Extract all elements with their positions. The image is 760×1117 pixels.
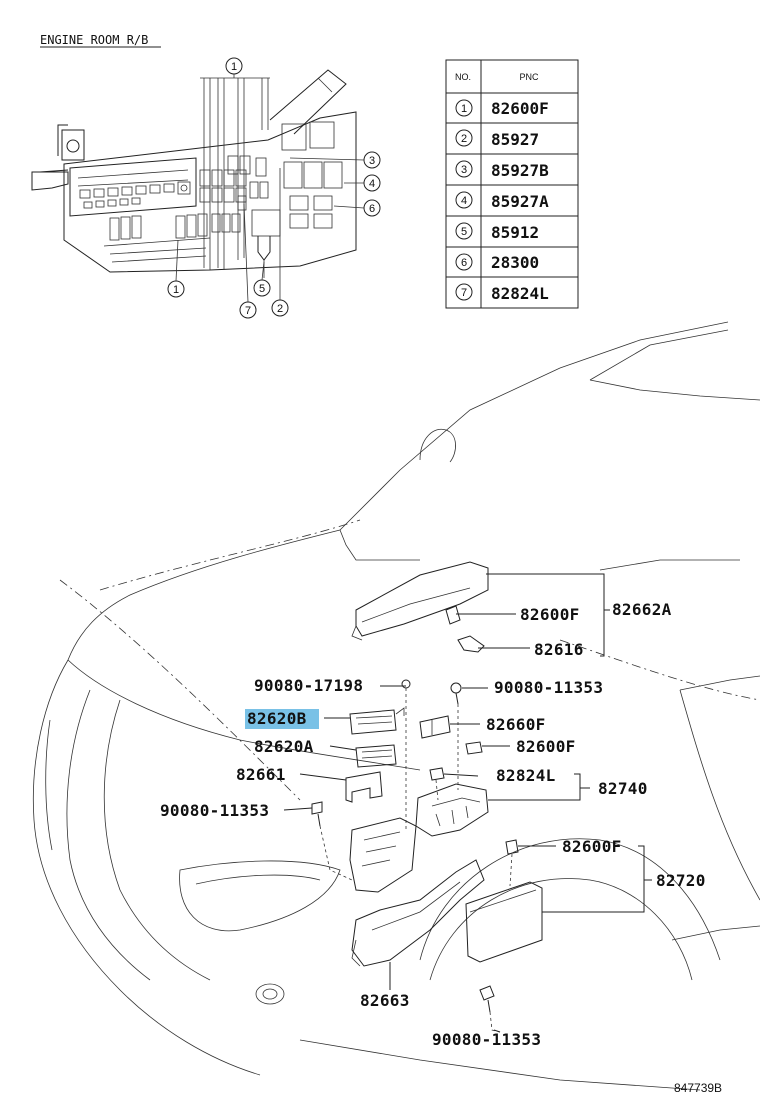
table-row: 1 82600F	[455, 99, 549, 118]
svg-text:85927B: 85927B	[491, 161, 549, 180]
svg-text:1: 1	[461, 103, 467, 115]
svg-text:85927: 85927	[491, 130, 539, 149]
table-header-pnc: PNC	[519, 72, 539, 82]
label-82662A: 82662A	[612, 600, 672, 619]
assembly-lines	[319, 688, 513, 1033]
svg-text:7: 7	[245, 305, 251, 317]
highlight-box	[245, 709, 319, 729]
part-labels: 82600F 82662A 82616 90080-17198 90080-11…	[160, 600, 706, 1049]
illustration-id: 847739B	[674, 1081, 722, 1095]
vehicle-outline	[32, 321, 760, 1091]
svg-text:5: 5	[461, 226, 467, 238]
svg-text:28300: 28300	[491, 253, 539, 272]
label-90080-11353-b: 90080-11353	[160, 801, 269, 820]
label-82660F: 82660F	[486, 715, 546, 734]
table-row: 3 85927B	[455, 160, 549, 180]
inset-relay-block: ENGINE ROOM R/B	[31, 33, 381, 319]
table-row: 2 85927	[455, 129, 539, 149]
label-82740: 82740	[598, 779, 648, 798]
svg-text:85912: 85912	[491, 223, 539, 242]
svg-text:82824L: 82824L	[491, 284, 549, 303]
label-82663: 82663	[360, 991, 410, 1010]
svg-text:1: 1	[231, 61, 237, 73]
label-82720: 82720	[656, 871, 706, 890]
part-drawings	[311, 561, 543, 1013]
pnc-table: NO. PNC 1 82600F 2 85927 3 85927B 4 8592…	[445, 59, 579, 309]
label-82620B: 82620B	[247, 709, 307, 728]
svg-text:85927A: 85927A	[491, 192, 549, 211]
svg-text:2: 2	[461, 133, 467, 145]
svg-text:3: 3	[369, 155, 375, 167]
svg-text:6: 6	[369, 203, 375, 215]
label-90080-17198: 90080-17198	[254, 676, 363, 695]
svg-text:6: 6	[461, 257, 467, 269]
label-82600F-mid: 82600F	[516, 737, 576, 756]
table-header-no: NO.	[455, 72, 471, 82]
table-row: 7 82824L	[455, 283, 549, 303]
inset-callouts: 1 3 4 6 1 5 2 7	[167, 57, 381, 319]
label-82824L: 82824L	[496, 766, 556, 785]
leader-lines	[283, 573, 652, 1033]
svg-text:4: 4	[369, 178, 375, 190]
label-82620A: 82620A	[254, 737, 314, 756]
table-row: 5 85912	[455, 222, 539, 242]
label-82600F-low: 82600F	[562, 837, 622, 856]
label-90080-11353-a: 90080-11353	[494, 678, 603, 697]
label-82616: 82616	[534, 640, 584, 659]
svg-text:4: 4	[461, 195, 467, 207]
svg-text:2: 2	[277, 303, 283, 315]
table-row: 6 28300	[455, 253, 539, 272]
label-82661: 82661	[236, 765, 286, 784]
inset-title: ENGINE ROOM R/B	[40, 33, 148, 47]
svg-text:5: 5	[259, 283, 265, 295]
label-82600F-top: 82600F	[520, 605, 580, 624]
svg-text:3: 3	[461, 164, 467, 176]
svg-text:7: 7	[461, 287, 467, 299]
table-row: 4 85927A	[455, 191, 549, 211]
svg-text:82600F: 82600F	[491, 99, 549, 118]
label-90080-11353-c: 90080-11353	[432, 1030, 541, 1049]
svg-text:1: 1	[173, 284, 179, 296]
